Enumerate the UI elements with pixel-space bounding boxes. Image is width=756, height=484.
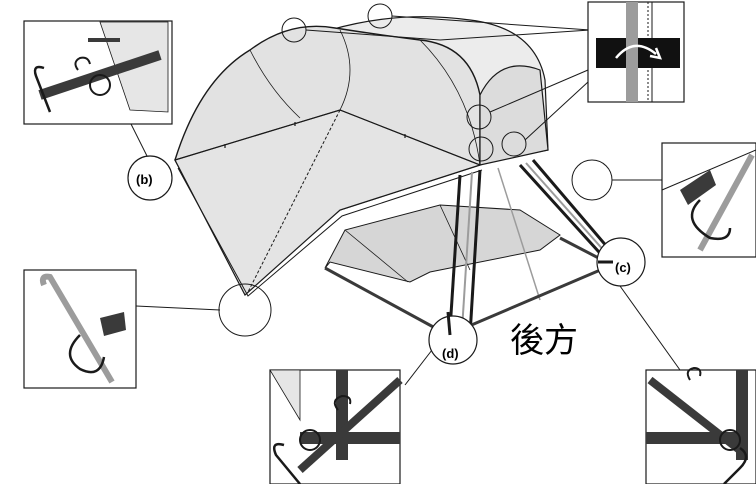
hook-icon xyxy=(686,366,702,381)
marker-joint-1 xyxy=(466,104,492,130)
inner-tent xyxy=(324,204,561,283)
ring-icon xyxy=(299,429,321,451)
label-c: (c) xyxy=(615,260,631,275)
inset-bottom-right xyxy=(645,366,756,484)
hook-icon xyxy=(333,394,352,411)
hook-icon xyxy=(74,56,91,71)
rear-label: 後方 xyxy=(510,321,578,361)
label-c-group: (c) xyxy=(596,237,646,287)
inset-top-right xyxy=(587,1,685,103)
marker-joint-2 xyxy=(468,136,494,162)
label-b: (b) xyxy=(136,172,153,187)
inset-left xyxy=(23,269,137,389)
label-d: (d) xyxy=(442,346,459,361)
ring-icon xyxy=(719,429,741,451)
inset-top-left xyxy=(23,20,173,125)
label-d-group: (d) xyxy=(428,311,478,365)
hook-icon xyxy=(68,334,106,374)
peg-icon xyxy=(273,442,301,484)
tent-illustration xyxy=(174,16,622,337)
peg-icon xyxy=(723,446,748,484)
inset-right xyxy=(661,142,756,258)
peg-icon xyxy=(33,65,52,113)
tent-side-panel xyxy=(479,65,549,166)
marker-right xyxy=(571,159,613,201)
leader-lines xyxy=(129,15,681,386)
ring-icon xyxy=(89,74,111,96)
curved-arrow-icon xyxy=(615,44,657,59)
label-b-group: (b) xyxy=(127,155,173,201)
inset-bottom-center xyxy=(269,369,403,484)
marker-joint-3 xyxy=(501,131,527,157)
hook-icon xyxy=(690,199,732,241)
